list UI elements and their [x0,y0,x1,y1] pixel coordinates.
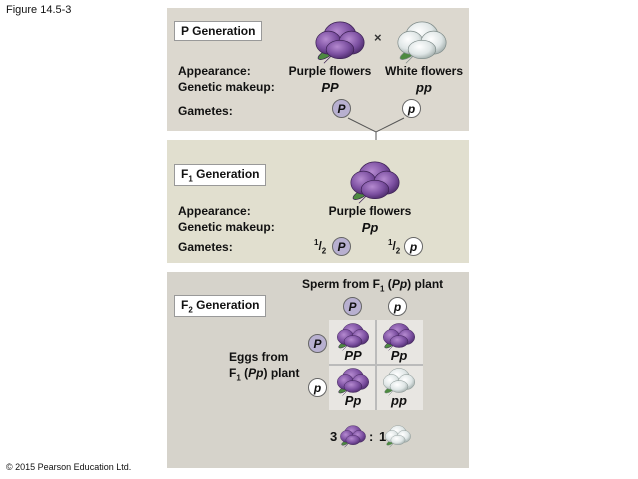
f1-genotype: Pp [361,220,379,235]
ratio-purple-count: 3 [330,429,338,444]
f1-fraction-dominant: 1/2 [314,238,327,256]
cell-genotype-pp-recessive: pp [391,393,407,408]
ratio-purple-flower-icon [340,425,366,448]
ratio-separator: : [369,429,374,444]
eggs-label-line2: F1 (Pp) plant [229,366,300,383]
parent2-genotype: pp [416,80,432,95]
parent1-genotype: PP [321,80,339,95]
f1-appearance: Purple flowers [328,204,412,218]
copyright-notice: © 2015 Pearson Education Ltd. [6,462,132,472]
parent2-appearance: White flowers [384,64,464,78]
sperm-label: Sperm from F1 (Pp) plant [302,277,444,294]
parent1-appearance: Purple flowers [288,64,372,78]
cell-white-flower-icon [382,368,416,396]
cell-purple-flower-icon [336,323,370,351]
p-generation-title: P Generation [174,21,263,41]
sperm-gamete-recessive: p [388,297,407,316]
f1-fraction-recessive: 1/2 [388,238,401,256]
cell-genotype-pp-dominant: PP [344,348,362,363]
f1-generation-title: F1 Generation [174,164,267,187]
p-gamete-recessive: p [402,99,421,118]
f1-appearance-label: Appearance: [178,204,251,218]
eggs-label-line1: Eggs from [229,350,289,364]
f1-gamete-dominant: P [332,237,351,256]
f1-purple-flower-icon [350,161,400,204]
f2-generation-title: F2 Generation [174,295,267,318]
cell-genotype-pp-het: Pp [390,348,408,363]
ratio-white-count: 1 [379,429,387,444]
cross-symbol: × [374,30,382,45]
cell-purple-flower-icon [336,368,370,396]
sperm-gamete-dominant: P [343,297,362,316]
f1-gametes-label: Gametes: [178,240,233,254]
egg-gamete-dominant: P [308,334,327,353]
egg-gamete-recessive: p [308,378,327,397]
p-appearance-label: Appearance: [178,64,251,78]
f1-genetic-label: Genetic makeup: [178,220,275,234]
cell-purple-flower-icon [382,323,416,351]
ratio-white-flower-icon [385,425,411,448]
figure-label: Figure 14.5-3 [6,4,72,16]
p-gametes-label: Gametes: [178,104,233,118]
p-gamete-dominant: P [332,99,351,118]
p-genetic-label: Genetic makeup: [178,80,275,94]
f1-gamete-recessive: p [404,237,423,256]
cell-genotype-pp-het: Pp [344,393,362,408]
